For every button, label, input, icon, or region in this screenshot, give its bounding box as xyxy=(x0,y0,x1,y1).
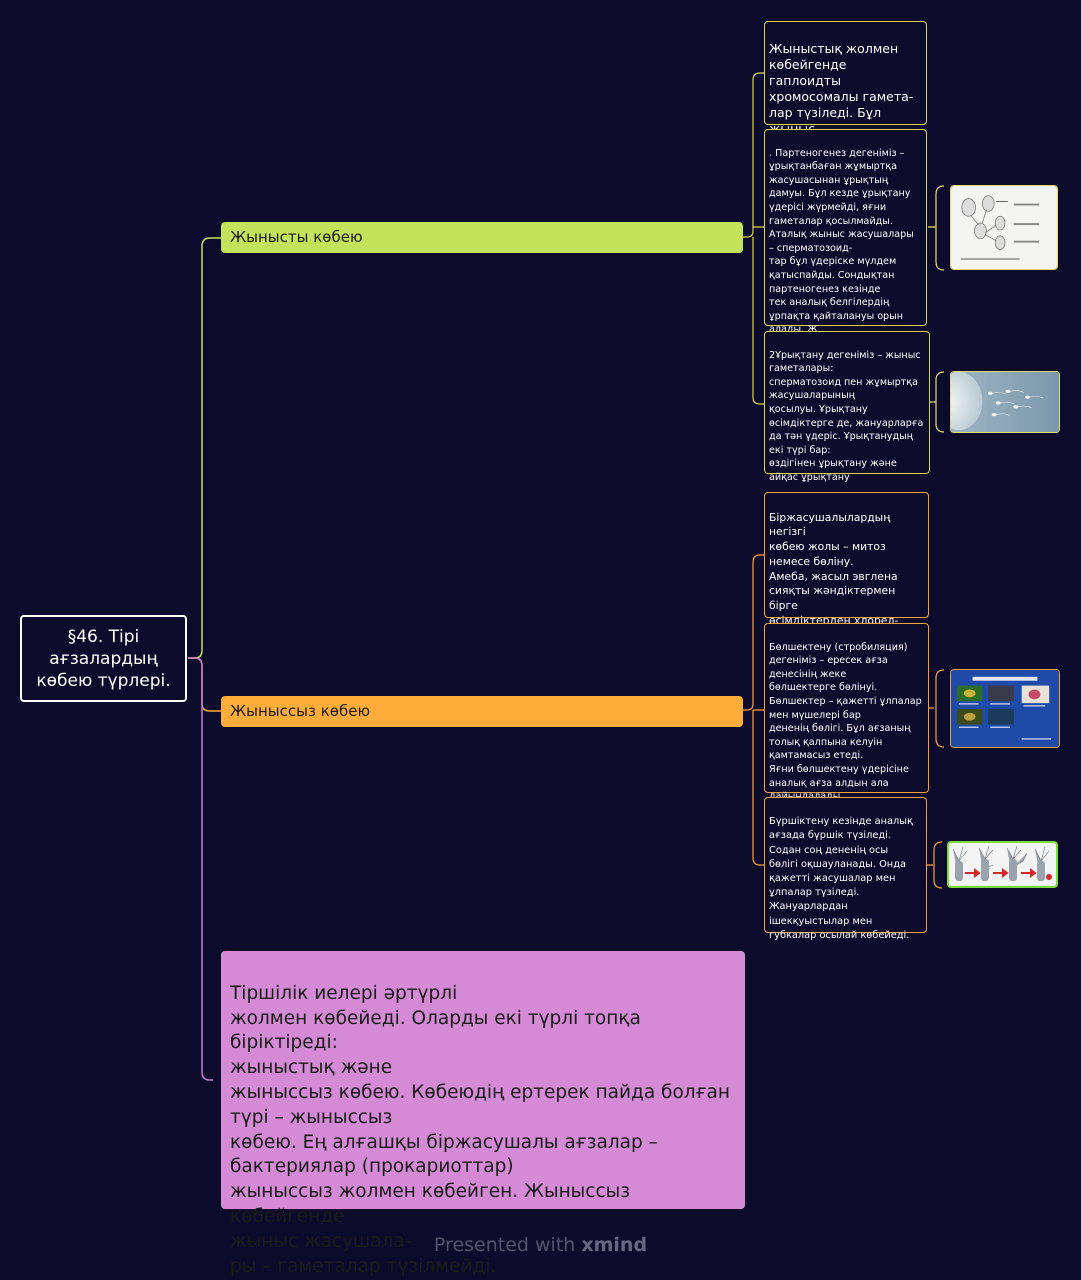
fertilization-note[interactable]: 2Ұрықтану дегеніміз – жыныс гаметалары: … xyxy=(764,331,930,483)
connector-sexual-leaves xyxy=(743,72,764,405)
strobilation-slide-icon[interactable] xyxy=(950,669,1060,748)
parthenogenesis-note[interactable]: . Партеногенез дегеніміз – ұрықтанбаған … xyxy=(764,129,927,335)
sperm-egg-photo-icon[interactable] xyxy=(950,371,1060,433)
summary-text: Тіршілік иелері әртүрлі жолмен көбейеді.… xyxy=(230,982,730,1277)
budding-note-text: Бүршіктену кезінде аналық ағзада бүршік … xyxy=(769,816,913,941)
sexual-branch-label: Жынысты көбею xyxy=(230,228,363,246)
presented-with-xmind-footer: Presented with xmind xyxy=(0,1234,1081,1256)
strobilation-note[interactable]: Бөлшектену (стробиляция) дегеніміз – ере… xyxy=(764,623,929,802)
strobilation-note-text: Бөлшектену (стробиляция) дегеніміз – ере… xyxy=(769,641,922,803)
fertilization-note-text: 2Ұрықтану дегеніміз – жыныс гаметалары: … xyxy=(769,349,924,483)
connector-leaf5-image xyxy=(929,669,945,748)
sexual-reproduction-branch[interactable]: Жынысты көбею xyxy=(221,222,743,253)
hydra-budding-icon[interactable] xyxy=(947,841,1058,888)
connector-root-summary xyxy=(188,657,213,1081)
footer-prefix: Presented with xyxy=(433,1234,576,1256)
root-title: §46. Тірі ағзалардың көбею түрлері. xyxy=(36,626,171,691)
mitosis-note[interactable]: Біржасушалылардың негізгі көбею жолы – м… xyxy=(764,492,929,656)
root-topic[interactable]: §46. Тірі ағзалардың көбею түрлері. xyxy=(20,615,187,702)
connector-leaf2-image xyxy=(928,185,945,271)
parthenogenesis-note-text: . Партеногенез дегеніміз – ұрықтанбаған … xyxy=(769,147,914,336)
summary-topic[interactable]: Тіршілік иелері әртүрлі жолмен көбейеді.… xyxy=(221,951,745,1277)
connector-leaf3-image xyxy=(930,371,945,433)
connector-asexual-leaves xyxy=(743,554,764,866)
gametes-note[interactable]: Жыныстық жолмен көбейгенде гаплоидты хро… xyxy=(764,21,927,168)
asexual-reproduction-branch[interactable]: Жыныссыз көбею xyxy=(221,696,743,727)
xmind-brand: xmind xyxy=(581,1234,648,1256)
connector-root-asexual xyxy=(188,657,221,712)
connector-leaf6-image xyxy=(927,841,943,889)
connector-root-sexual xyxy=(188,237,221,659)
asexual-branch-label: Жыныссыз көбею xyxy=(230,702,371,720)
budding-note[interactable]: Бүршіктену кезінде аналық ағзада бүршік … xyxy=(764,797,927,941)
parthenogenesis-diagram-icon[interactable] xyxy=(950,185,1058,270)
